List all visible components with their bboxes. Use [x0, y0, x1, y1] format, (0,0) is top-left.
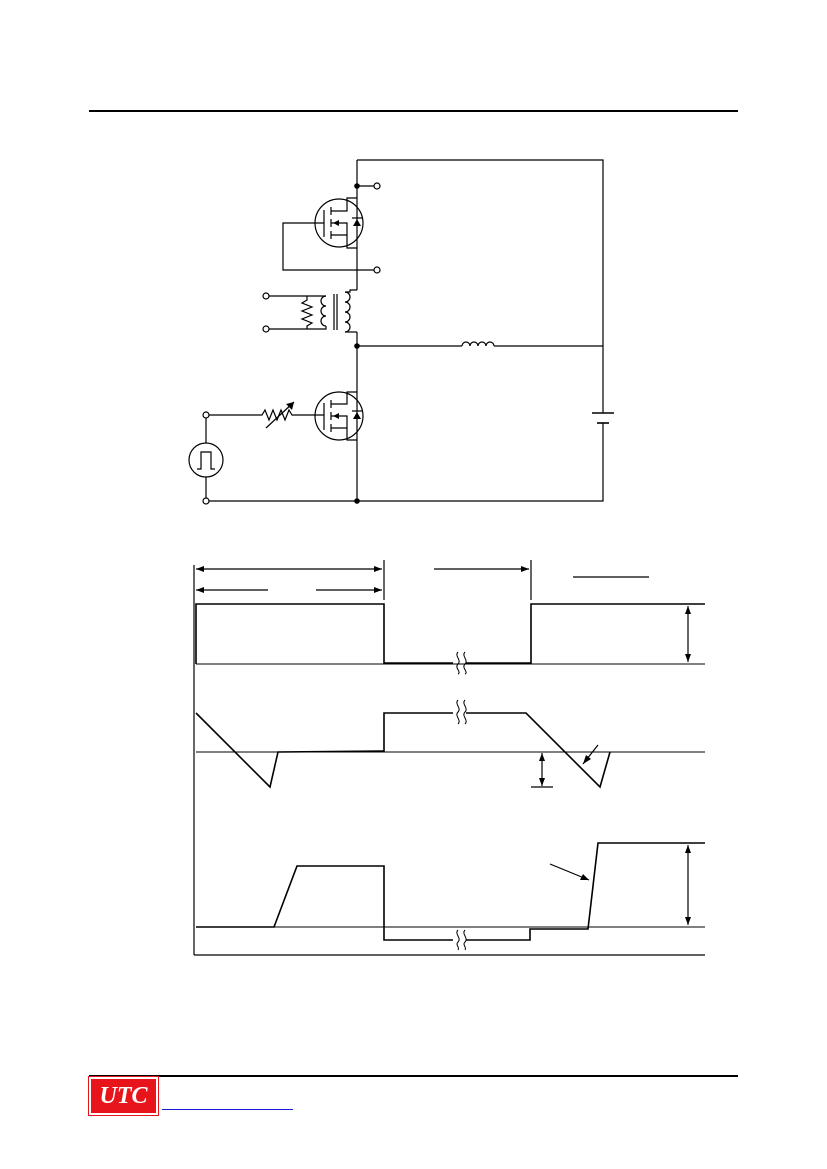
- battery: [592, 412, 614, 424]
- footer-rule: [89, 1075, 738, 1077]
- website-link[interactable]: [162, 1097, 293, 1110]
- pulse-generator: [188, 418, 224, 498]
- top-mosfet: [282, 197, 364, 271]
- gate-resistor: [209, 401, 324, 429]
- switching-waveforms: [193, 560, 705, 956]
- logo-text: UTC: [99, 1083, 148, 1109]
- gate-drive-trace: [195, 603, 705, 675]
- timing-arrows: [196, 566, 649, 593]
- waveform-frame: [193, 560, 705, 956]
- header-rule: [89, 110, 738, 112]
- current-transformer: [269, 289, 357, 333]
- drain-current-trace: [195, 699, 705, 789]
- bottom-mosfet: [314, 391, 364, 441]
- terminals: [202, 182, 381, 505]
- utc-logo: UTC: [88, 1076, 159, 1116]
- inductor: [461, 341, 495, 347]
- junction-dots: [354, 183, 360, 504]
- drain-voltage-trace: [196, 842, 705, 951]
- test-circuit-schematic: [188, 159, 614, 505]
- circuit-wiring: [206, 159, 604, 502]
